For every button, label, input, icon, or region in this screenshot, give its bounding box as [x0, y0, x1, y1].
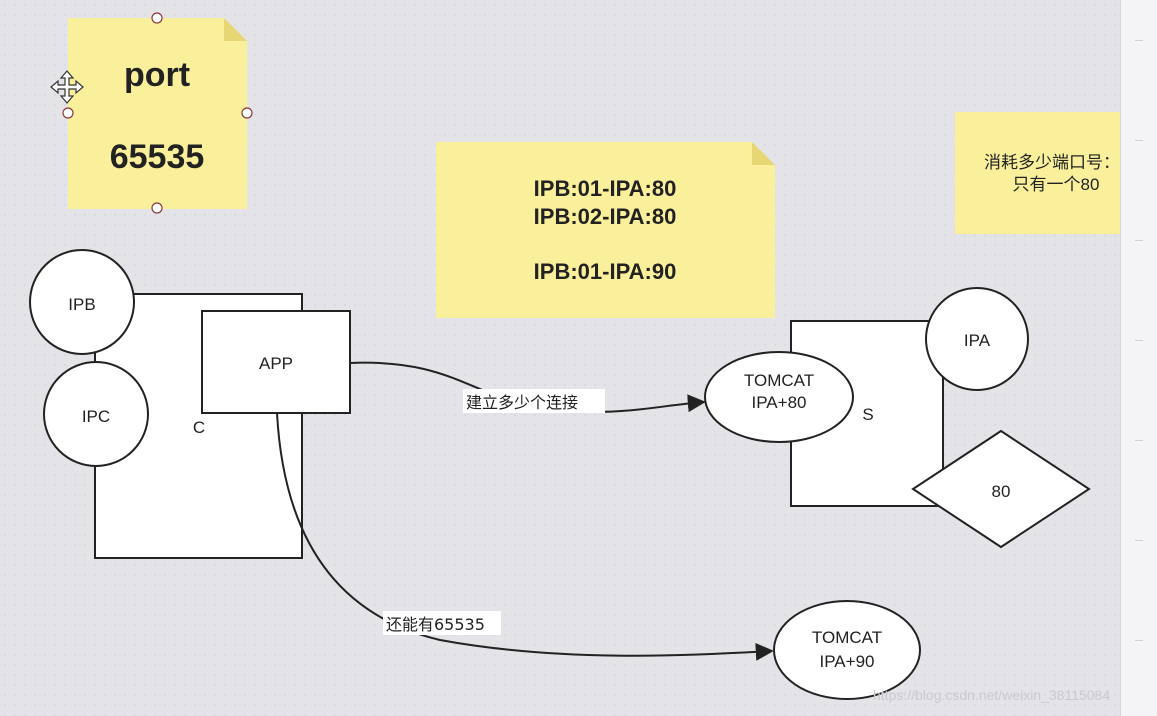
panel-tick: [1135, 340, 1143, 341]
ipc-circle[interactable]: IPC: [43, 361, 149, 467]
tomcat-90-node[interactable]: TOMCAT IPA+90: [773, 600, 921, 700]
connection-line-3: IPB:01-IPA:90: [534, 259, 677, 284]
panel-tick: [1135, 540, 1143, 541]
port-note-value: 65535: [110, 138, 205, 176]
panel-tick: [1135, 40, 1143, 41]
panel-tick: [1135, 140, 1143, 141]
connection-line-2: IPB:02-IPA:80: [534, 204, 677, 229]
port-80-diamond[interactable]: 80: [911, 429, 1091, 549]
ipb-circle[interactable]: IPB: [29, 249, 135, 355]
panel-tick: [1135, 240, 1143, 241]
selection-handle-top[interactable]: [151, 12, 163, 24]
connection-line-1: IPB:01-IPA:80: [534, 176, 677, 201]
diagram-svg: port 65535 IPB:01-IPA:80 IPB:02-IPA:80 I…: [29, 12, 1120, 700]
watermark: https://blog.csdn.net/weixin_38115084: [873, 687, 1111, 703]
tomcat-80-line-2: IPA+80: [752, 393, 807, 412]
ipa-circle[interactable]: IPA: [925, 287, 1029, 391]
edge-remaining-ports[interactable]: 还能有65535: [276, 412, 774, 661]
tomcat-80-line-1: TOMCAT: [744, 371, 814, 390]
tomcat-90-line-1: TOMCAT: [812, 628, 882, 647]
consume-line-1: 消耗多少端口号：: [984, 153, 1120, 172]
consume-line-2: 只有一个80: [1013, 175, 1100, 194]
selection-handle-bottom[interactable]: [151, 202, 163, 214]
selection-handle-left[interactable]: [62, 107, 74, 119]
right-scroll-panel[interactable]: [1120, 0, 1157, 716]
ipb-label: IPB: [68, 295, 95, 314]
ipa-label: IPA: [964, 331, 991, 350]
tomcat-90-line-2: IPA+90: [820, 652, 875, 671]
edge-build-label: 建立多少个连接: [466, 393, 578, 412]
port-note-title: port: [124, 56, 190, 94]
server-label: S: [862, 405, 873, 424]
client-label: C: [193, 418, 205, 437]
move-cursor-icon: [50, 70, 84, 104]
edge-remain-label: 还能有65535: [386, 615, 485, 634]
edge-build-connections[interactable]: 建立多少个连接: [349, 361, 706, 414]
panel-tick: [1135, 440, 1143, 441]
ipc-label: IPC: [82, 407, 110, 426]
app-label: APP: [259, 354, 293, 373]
selection-handle-right[interactable]: [241, 107, 253, 119]
consume-note[interactable]: 消耗多少端口号： 只有一个80: [955, 112, 1120, 234]
tomcat-80-node[interactable]: TOMCAT IPA+80: [704, 351, 854, 443]
app-box[interactable]: APP: [201, 310, 351, 414]
panel-tick: [1135, 640, 1143, 641]
connections-note[interactable]: IPB:01-IPA:80 IPB:02-IPA:80 IPB:01-IPA:9…: [436, 142, 775, 318]
port-80-label: 80: [992, 482, 1011, 501]
port-note[interactable]: port 65535: [62, 12, 253, 214]
